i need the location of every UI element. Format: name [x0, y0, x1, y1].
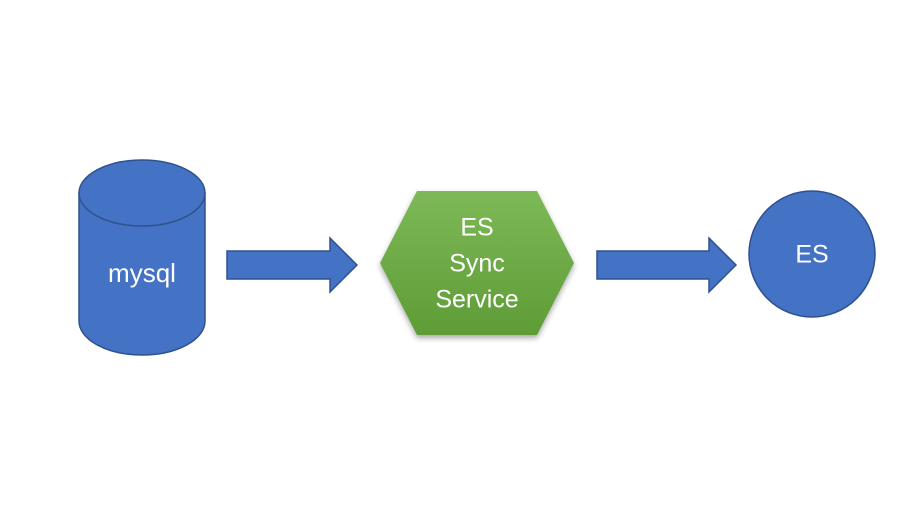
hexagon-icon	[380, 191, 574, 335]
arrow-right-icon	[596, 236, 738, 294]
mysql-node: mysql	[78, 159, 206, 356]
database-cylinder-icon	[78, 159, 206, 356]
sync-service-label-line-3: Service	[435, 286, 518, 314]
sync-service-node: ES Sync Service	[380, 191, 574, 335]
mysql-label: mysql	[108, 258, 176, 288]
es-node: ES	[748, 190, 876, 318]
arrow-right-icon	[226, 236, 359, 294]
sync-service-label-line-1: ES	[460, 214, 493, 242]
es-label: ES	[795, 241, 828, 269]
circle-icon	[748, 190, 876, 318]
sync-service-label-line-2: Sync	[449, 250, 505, 278]
